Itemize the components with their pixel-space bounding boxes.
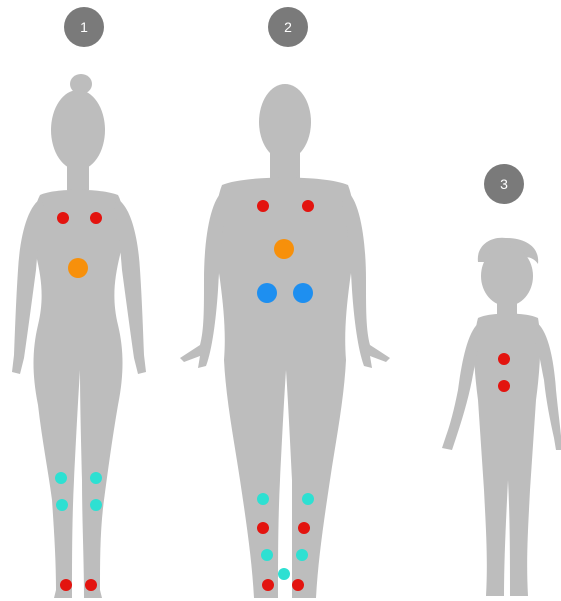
badge-3: 3 xyxy=(484,164,524,204)
marker-cyan-dot xyxy=(90,472,102,484)
marker-red-dot xyxy=(302,200,314,212)
badge-1-label: 1 xyxy=(80,19,88,35)
marker-orange-dot xyxy=(68,258,88,278)
badge-3-label: 3 xyxy=(500,176,508,192)
woman-silhouette xyxy=(12,74,146,598)
man-silhouette xyxy=(180,84,390,598)
badge-2-label: 2 xyxy=(284,19,292,35)
marker-cyan-dot xyxy=(257,493,269,505)
woman-neck xyxy=(67,160,89,190)
woman-body xyxy=(33,190,123,598)
marker-cyan-dot xyxy=(261,549,273,561)
woman-head xyxy=(51,90,105,170)
figure-1: 1 xyxy=(12,7,146,598)
marker-red-dot xyxy=(90,212,102,224)
child-head xyxy=(481,246,533,306)
marker-red-dot xyxy=(60,579,72,591)
badge-2: 2 xyxy=(268,7,308,47)
marker-red-dot xyxy=(498,380,510,392)
figure-3: 3 xyxy=(442,164,561,596)
marker-red-dot xyxy=(292,579,304,591)
man-head xyxy=(259,84,311,160)
marker-red-dot xyxy=(262,579,274,591)
marker-blue-dot xyxy=(257,283,277,303)
figure-2: 2 xyxy=(180,7,390,598)
marker-red-dot xyxy=(298,522,310,534)
marker-orange-dot xyxy=(274,239,294,259)
marker-red-dot xyxy=(498,353,510,365)
marker-red-dot xyxy=(257,522,269,534)
child-silhouette xyxy=(442,238,561,596)
marker-red-dot xyxy=(85,579,97,591)
marker-red-dot xyxy=(57,212,69,224)
marker-red-dot xyxy=(257,200,269,212)
marker-cyan-dot xyxy=(55,472,67,484)
badge-1: 1 xyxy=(64,7,104,47)
marker-cyan-dot xyxy=(296,549,308,561)
man-neck xyxy=(270,150,300,180)
marker-cyan-dot xyxy=(302,493,314,505)
marker-cyan-dot xyxy=(278,568,290,580)
marker-cyan-dot xyxy=(56,499,68,511)
marker-blue-dot xyxy=(293,283,313,303)
marker-cyan-dot xyxy=(90,499,102,511)
